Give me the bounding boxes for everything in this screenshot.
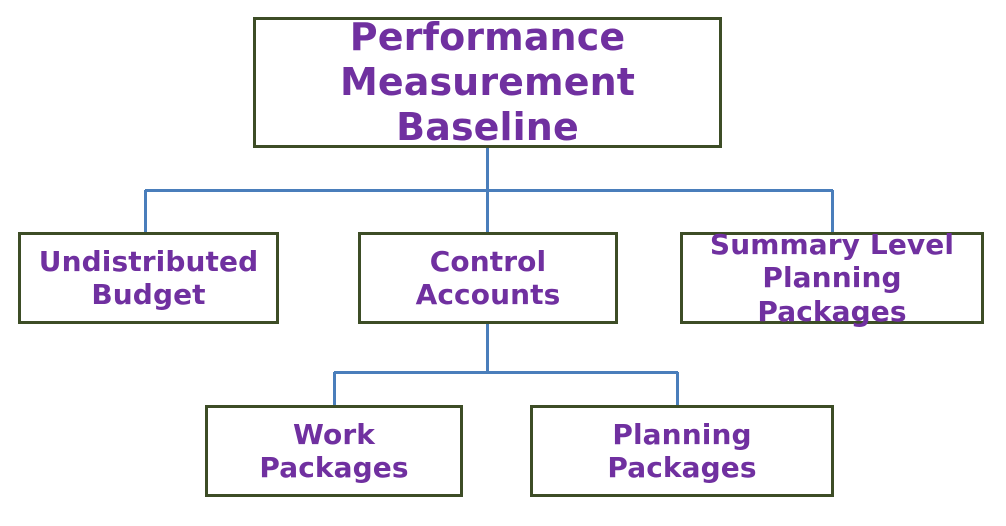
node-planning-packages: Planning Packages [530, 405, 834, 497]
node-summary-level-planning-packages: Summary Level Planning Packages [680, 228, 984, 328]
node-control-accounts: Control Accounts [358, 232, 618, 324]
node-undistributed-budget: Undistributed Budget [18, 232, 279, 324]
node-work-packages: Work Packages [205, 405, 463, 497]
node-performance-measurement-baseline: Performance Measurement Baseline [253, 15, 722, 149]
